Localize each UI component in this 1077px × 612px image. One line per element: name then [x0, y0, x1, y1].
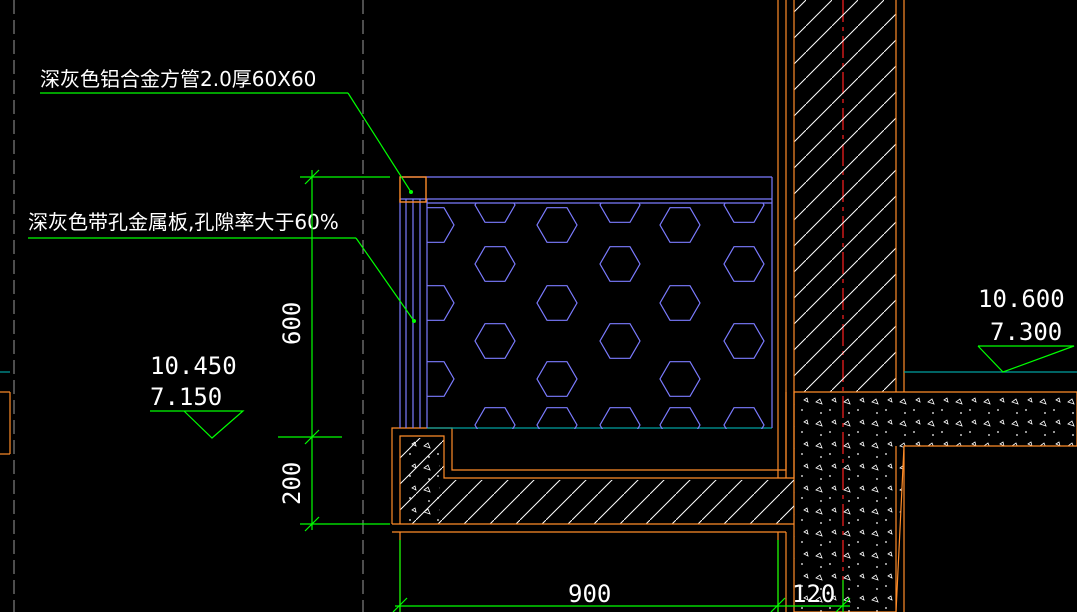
- dim-900: 900: [568, 580, 611, 608]
- panel-label: 深灰色带孔金属板,孔隙率大于60%: [28, 210, 339, 234]
- perforation-hole: [599, 203, 641, 223]
- vertical-dimension: [278, 169, 390, 532]
- perforation-hole: [599, 323, 641, 359]
- level-mark-left: 10.450 7.150: [150, 352, 245, 439]
- perforation-hole: [536, 407, 578, 429]
- perforation-hole: [723, 203, 765, 223]
- dim-600: 600: [278, 302, 306, 345]
- perforation-hole: [723, 246, 765, 282]
- perforation-hole: [427, 361, 455, 397]
- dim-200: 200: [278, 462, 306, 505]
- svg-text:7.300: 7.300: [990, 318, 1062, 346]
- perforation-hole: [659, 207, 701, 243]
- slab-right: [793, 391, 1077, 612]
- leader-dot-tube: [409, 190, 413, 194]
- perforated-panel: [427, 203, 765, 429]
- railing-frame: [399, 176, 773, 428]
- perforation-hole: [723, 323, 765, 359]
- perforation-hole: [659, 407, 701, 429]
- horizontal-dimension: [392, 540, 851, 612]
- svg-text:7.150: 7.150: [150, 383, 222, 411]
- perforation-hole: [659, 361, 701, 397]
- reference-lines: [13, 0, 364, 612]
- perforation-hole: [474, 323, 516, 359]
- dim-120: 120: [792, 580, 835, 608]
- tube-label: 深灰色铝合金方管2.0厚60X60: [40, 67, 316, 91]
- perforation-hole: [599, 407, 641, 429]
- svg-text:10.450: 10.450: [150, 352, 237, 380]
- perforation-hole: [723, 407, 765, 429]
- wall-left-hint: [0, 391, 11, 455]
- perforation-hole: [536, 361, 578, 397]
- wall-right: [777, 0, 905, 478]
- perforation-hole: [536, 207, 578, 243]
- perforation-hole: [427, 285, 455, 321]
- perforation-hole: [474, 203, 516, 223]
- perforation-hole: [599, 246, 641, 282]
- level-mark-right: 10.600 7.300: [977, 285, 1075, 373]
- balcony-slab: [391, 392, 795, 612]
- perforation-hole: [474, 407, 516, 429]
- square-tube: [399, 176, 427, 203]
- svg-text:10.600: 10.600: [978, 285, 1065, 313]
- perforation-hole: [536, 285, 578, 321]
- perforation-hole: [427, 207, 455, 243]
- leader-lines: [28, 92, 415, 322]
- perforation-hole: [474, 246, 516, 282]
- leader-dot-panel: [412, 319, 416, 323]
- perforation-hole: [659, 285, 701, 321]
